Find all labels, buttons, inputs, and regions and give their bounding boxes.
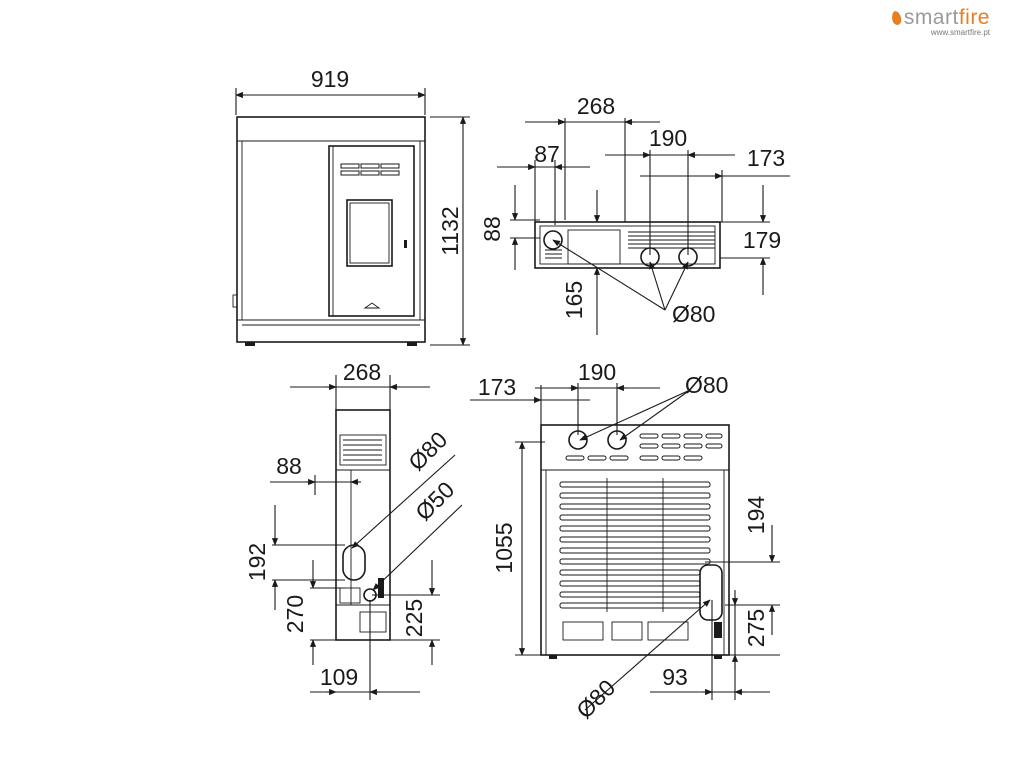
top-87-label: 87 (534, 141, 560, 167)
rear-1055-label: 1055 (491, 522, 517, 573)
rear-275-label: 275 (743, 609, 769, 647)
side-268-label: 268 (343, 359, 381, 385)
rear-93-label: 93 (662, 664, 688, 690)
top-88-label: 88 (479, 216, 505, 242)
side-inlet-oval (342, 544, 366, 581)
top-165-label: 165 (561, 281, 587, 319)
rear-190-label: 190 (578, 359, 616, 385)
brand-url: www.smartfire.pt (930, 28, 990, 37)
rear-173-label: 173 (478, 374, 516, 400)
rear-pipe-left (568, 430, 588, 450)
rear-top-vents (565, 433, 723, 461)
rear-main-vents (559, 481, 711, 609)
front-width-label: 919 (311, 66, 349, 92)
front-door (328, 145, 415, 317)
rear-194-label: 194 (743, 496, 769, 535)
brand-logo: smartfire www.smartfire.pt (890, 6, 990, 37)
rear-body-outline (540, 424, 730, 656)
front-body-outline (236, 116, 426, 343)
brand-name-suffix: fire (958, 6, 990, 29)
side-pipe80-label: Ø80 (403, 426, 452, 475)
side-body-outline (335, 409, 391, 641)
side-88-label: 88 (276, 453, 302, 479)
rear-pipe-top-label: Ø80 (685, 372, 728, 398)
brand-name-prefix: smart (903, 6, 959, 29)
front-height-label: 1132 (437, 206, 463, 255)
top-268-label: 268 (577, 93, 615, 119)
front-glass (346, 199, 393, 267)
top-view: 268 190 87 173 88 179 165 (479, 93, 790, 335)
top-pipe-left (543, 230, 563, 250)
front-view: 919 1132 (232, 66, 470, 346)
rear-pipe-right (607, 430, 627, 450)
top-179-label: 179 (743, 227, 781, 253)
top-190-label: 190 (649, 125, 687, 151)
rear-view: 173 190 Ø80 (470, 359, 780, 724)
side-192-label: 192 (244, 543, 270, 581)
top-173-label: 173 (747, 145, 785, 171)
side-view: 268 88 192 (244, 359, 463, 700)
top-body-outline (534, 221, 721, 269)
side-225-label: 225 (401, 599, 427, 637)
rear-pipe-bottom-label: Ø80 (571, 674, 620, 723)
side-pipe50-label: Ø50 (410, 476, 459, 525)
top-pipe-label: Ø80 (672, 301, 715, 327)
flame-icon (890, 10, 903, 26)
side-270-label: 270 (282, 595, 308, 633)
side-109-label: 109 (320, 664, 358, 690)
